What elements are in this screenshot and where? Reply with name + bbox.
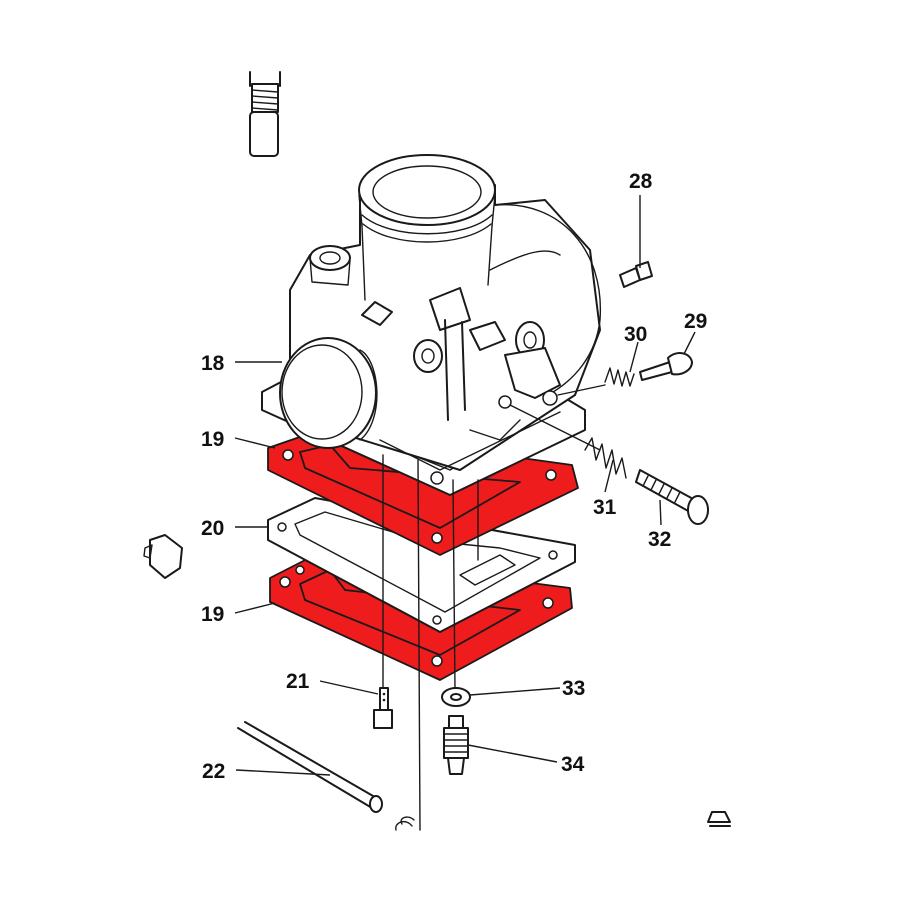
label-31: 31 bbox=[593, 496, 617, 519]
part-28-screw bbox=[619, 261, 653, 288]
part-21-pilot-jet bbox=[373, 687, 393, 729]
label-20: 20 bbox=[201, 517, 224, 540]
label-19-upper: 19 bbox=[201, 428, 224, 451]
label-32: 32 bbox=[648, 528, 671, 551]
label-19-lower: 19 bbox=[201, 603, 224, 626]
assembly-axis-lines bbox=[382, 384, 606, 831]
part-34-main-jet bbox=[443, 715, 469, 775]
top-threaded-part bbox=[249, 71, 281, 157]
label-28: 28 bbox=[629, 170, 653, 193]
part-33-washer bbox=[441, 687, 471, 707]
gasket-20 bbox=[267, 497, 576, 633]
label-29: 29 bbox=[684, 310, 707, 333]
part-29-screw bbox=[639, 352, 693, 381]
bottom-right-nut bbox=[707, 811, 731, 827]
part-30-spring bbox=[604, 367, 635, 387]
label-34: 34 bbox=[561, 753, 585, 776]
label-30: 30 bbox=[624, 323, 647, 346]
part-32-screw bbox=[635, 469, 709, 525]
carburetor-body bbox=[261, 154, 602, 496]
label-21: 21 bbox=[286, 670, 310, 693]
part-31-spring bbox=[584, 437, 627, 479]
label-33: 33 bbox=[562, 677, 585, 700]
label-22: 22 bbox=[202, 760, 225, 783]
leader-lines bbox=[234, 195, 696, 776]
part-22-rod bbox=[237, 721, 415, 831]
label-18: 18 bbox=[201, 352, 225, 375]
left-bolt-part bbox=[143, 534, 183, 579]
